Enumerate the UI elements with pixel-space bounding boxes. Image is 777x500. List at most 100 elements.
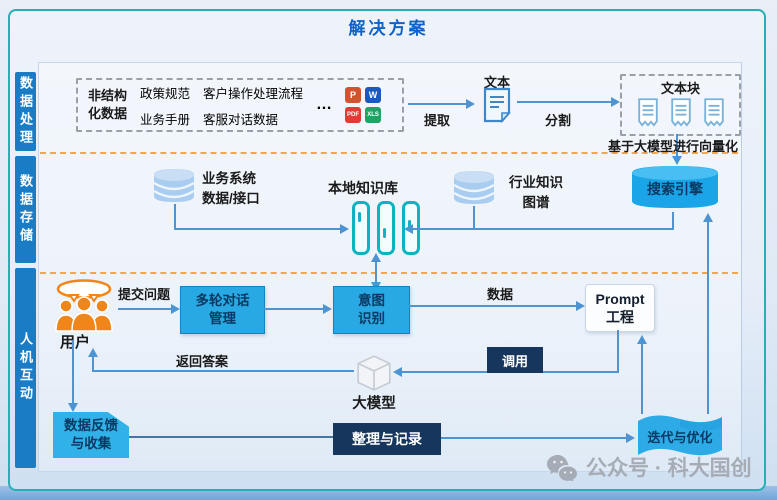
intent-label: 意图 识别 xyxy=(358,292,385,326)
wechat-icon xyxy=(547,455,577,481)
database-icon xyxy=(453,171,495,204)
arrow-dialog-intent-head xyxy=(323,304,332,314)
call-label: 调用 xyxy=(501,353,528,369)
conn-prompt-down-line xyxy=(617,330,619,373)
prompt-label: Prompt 工程 xyxy=(595,290,645,325)
call-box: 调用 xyxy=(487,347,543,373)
separator-row1-row2 xyxy=(40,152,738,154)
conn-return-vline xyxy=(92,356,94,372)
text-chunks-box: 文本块 xyxy=(620,74,741,136)
intent-box: 意图 识别 xyxy=(333,286,410,334)
search-engine-cylinder xyxy=(632,166,718,208)
arrow-extract-line xyxy=(408,103,466,105)
sidebar-section-data-processing: 数据处理 xyxy=(15,72,36,151)
conn-kg-head xyxy=(404,224,413,234)
watermark-text: 公众号 · 科大国创 xyxy=(586,457,752,480)
arrow-split-head xyxy=(611,97,620,107)
data-label: 数据 xyxy=(487,287,514,302)
conn-feedback-record-line xyxy=(129,436,333,438)
database-icon xyxy=(153,169,195,202)
doc-list-col2: 客户操作处理流程 客服对话数据 xyxy=(203,83,303,128)
record-label: 整理与记录 xyxy=(352,431,422,447)
iterate-node: 迭代与优化 xyxy=(636,412,724,458)
conn-user-feedback-line xyxy=(72,340,74,404)
llm-label: 大模型 xyxy=(352,396,396,412)
arrow-record-iterate-head xyxy=(626,433,635,443)
prompt-box: Prompt 工程 xyxy=(585,284,655,332)
watermark: 公众号 · 科大国创 xyxy=(546,452,752,482)
kb-bar xyxy=(377,201,395,255)
file-icon-grid: P W PDF XLS xyxy=(345,87,382,123)
return-label: 返回答案 xyxy=(176,354,229,369)
text-chunk-icon xyxy=(637,98,658,127)
dialog-mgmt-box: 多轮对话 管理 xyxy=(180,286,265,334)
feedback-box: 数据反馈 与收集 xyxy=(53,412,129,458)
sidebar-section-data-storage: 数据存储 xyxy=(15,156,36,263)
arrow-submit-head xyxy=(171,304,180,314)
biz-db-label: 业务系统 数据/接口 xyxy=(202,171,260,207)
arrow-vectorize-line xyxy=(676,134,678,156)
dialog-mgmt-label: 多轮对话 管理 xyxy=(195,292,250,326)
conn-iterate-search-line xyxy=(707,222,709,414)
conn-return-hline xyxy=(92,370,354,372)
cube-icon xyxy=(357,355,391,391)
conn-kb-intent-line xyxy=(375,261,377,283)
chunk-icons xyxy=(622,98,739,128)
kb-bar xyxy=(352,201,370,255)
submit-label: 提交问题 xyxy=(118,287,171,302)
conn-return-head xyxy=(88,348,98,357)
unstructured-data-box: 非结构 化数据 政策规范 业务手册 客户操作处理流程 客服对话数据 … P W … xyxy=(76,78,404,132)
doc-list-col1: 政策规范 业务手册 xyxy=(140,83,190,128)
arrow-extract-head xyxy=(466,99,475,109)
conn-kg-vline xyxy=(473,206,475,228)
arrow-vectorize-head xyxy=(672,156,682,165)
users-icon xyxy=(55,279,113,332)
arrow-submit-line xyxy=(118,308,172,310)
conn-kg-search-hline xyxy=(412,228,674,230)
conn-bizdb-head xyxy=(340,224,349,234)
arrow-data-head xyxy=(576,301,585,311)
conn-bizdb-vline xyxy=(174,204,176,228)
conn-user-feedback-head xyxy=(68,403,78,412)
industry-kg-label: 行业知识 图谱 xyxy=(509,175,563,211)
conn-bizdb-hline xyxy=(174,228,340,230)
sidebar-section-interaction: 人机互动 xyxy=(15,268,36,468)
text-chunk-icon xyxy=(703,98,724,127)
sidebar-label: 数据存储 xyxy=(18,173,33,246)
arrow-dialog-intent-line xyxy=(264,308,324,310)
doc-item: 客户操作处理流程 xyxy=(203,86,304,101)
search-engine-label: 搜索引擎 xyxy=(647,181,703,197)
excel-icon: XLS xyxy=(365,107,382,123)
iterate-label: 迭代与优化 xyxy=(647,430,713,445)
powerpoint-icon: P xyxy=(345,87,362,103)
doc-item: 客服对话数据 xyxy=(203,112,279,127)
unstructured-data-label: 非结构 化数据 xyxy=(88,88,128,121)
document-icon xyxy=(483,87,511,123)
ellipsis: … xyxy=(316,96,333,113)
sidebar-label: 人机互动 xyxy=(18,332,33,404)
text-chunk-icon xyxy=(670,98,691,127)
user-label: 用户 xyxy=(60,334,91,351)
extract-label: 提取 xyxy=(424,113,451,128)
feedback-label: 数据反馈 与收集 xyxy=(64,417,118,451)
split-label: 分割 xyxy=(545,113,572,128)
arrow-record-iterate-line xyxy=(441,437,627,439)
text-chunks-label: 文本块 xyxy=(660,81,700,96)
word-icon: W xyxy=(365,87,382,103)
conn-iterate-prompt-line xyxy=(641,344,643,414)
conn-search-down-vline xyxy=(672,212,674,228)
page-title: 解决方案 xyxy=(348,19,429,38)
conn-kb-intent-head-up xyxy=(371,253,381,262)
conn-iterate-prompt-head xyxy=(637,335,647,344)
local-kb-icon xyxy=(352,201,420,255)
vectorize-label: 基于大模型进行向量化 xyxy=(607,139,738,154)
arrow-data-line xyxy=(409,305,577,307)
arrow-split-line xyxy=(517,101,611,103)
flag-banner xyxy=(638,415,722,456)
pdf-icon: PDF xyxy=(345,107,362,123)
sidebar-label: 数据处理 xyxy=(18,75,33,148)
local-kb-label: 本地知识库 xyxy=(328,180,398,196)
text-node-label: 文本 xyxy=(483,75,510,90)
conn-iterate-search-head xyxy=(703,213,713,222)
